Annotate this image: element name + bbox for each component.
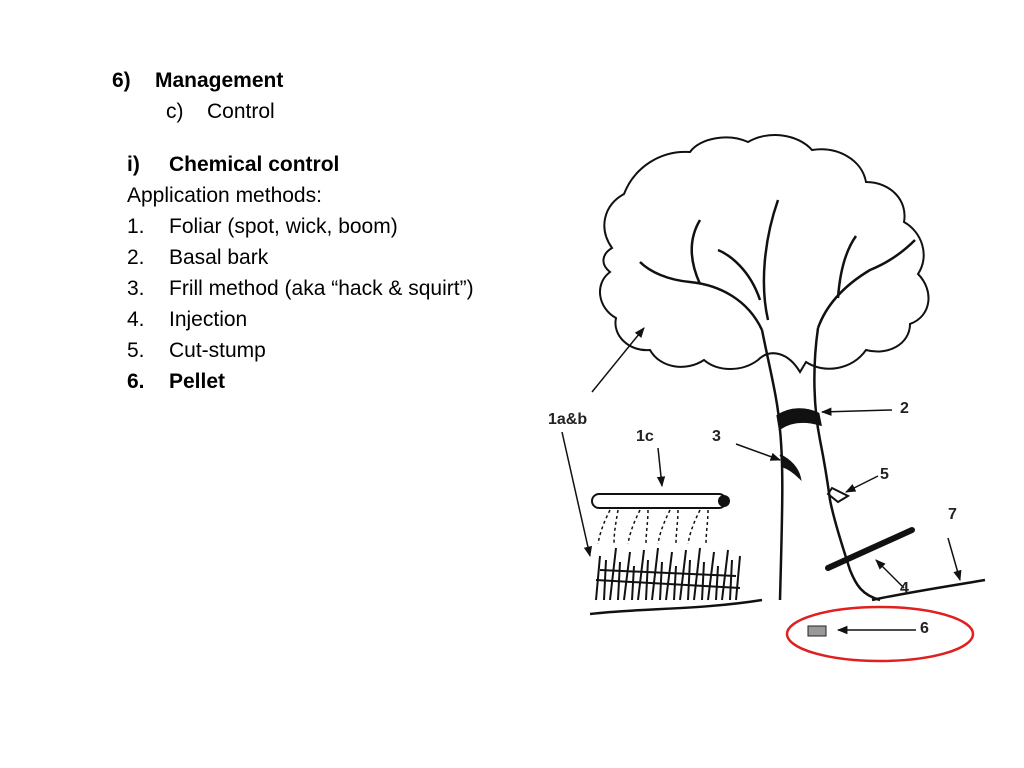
ground-left	[589, 598, 763, 616]
label-5: 5	[880, 466, 889, 483]
method-item: 5. Cut-stump	[127, 339, 266, 363]
method-text: Foliar (spot, wick, boom)	[169, 215, 398, 238]
pellet	[807, 625, 827, 637]
method-number: 6.	[127, 370, 145, 393]
ground-right	[871, 578, 986, 602]
label-7: 7	[948, 506, 957, 523]
label-4: 4	[900, 580, 909, 597]
method-number: 5.	[127, 339, 145, 362]
method-text: Frill method (aka “hack & squirt”)	[169, 277, 474, 300]
arrow-7	[947, 537, 962, 582]
heading-number: 6)	[112, 69, 131, 92]
method-item: 2. Basal bark	[127, 246, 268, 270]
method-number: 2.	[127, 246, 145, 269]
label-arrows	[561, 327, 962, 635]
injector-tool	[825, 527, 915, 571]
label-6: 6	[920, 620, 929, 637]
grass-clump	[595, 547, 741, 601]
frill-cut	[779, 454, 802, 482]
label-3: 3	[712, 428, 721, 445]
method-number: 3.	[127, 277, 145, 300]
method-number: 4.	[127, 308, 145, 331]
arrow-2	[820, 407, 893, 416]
method-text: Basal bark	[169, 246, 269, 269]
arrow-3	[735, 443, 781, 461]
method-item: 4. Injection	[127, 308, 247, 332]
method-item: 1. Foliar (spot, wick, boom)	[127, 215, 398, 239]
section-intro: Application methods:	[127, 184, 322, 207]
arrow-1ab-canopy	[591, 327, 645, 393]
method-item: 6. Pellet	[127, 370, 225, 394]
basal-bark-band	[776, 408, 822, 431]
method-text: Pellet	[169, 370, 226, 393]
arrow-1c	[656, 447, 666, 488]
boom-sprayer	[591, 493, 730, 545]
label-2: 2	[900, 400, 909, 417]
arrow-1ab-grass	[561, 431, 593, 558]
method-item: 3. Frill method (aka “hack & squirt”)	[127, 277, 474, 301]
subheading-number: c)	[166, 100, 184, 123]
section-title: Chemical control	[169, 153, 340, 176]
label-1ab: 1a&b	[548, 411, 588, 428]
tree-branches	[639, 199, 916, 331]
heading-title: Management	[155, 69, 284, 92]
tree-trunk-left	[760, 329, 784, 601]
tree-trunk-right	[813, 327, 881, 602]
pellet-highlight-circle	[785, 605, 975, 663]
method-text: Cut-stump	[169, 339, 266, 362]
arrow-4	[875, 559, 905, 589]
label-1c: 1c	[636, 428, 654, 445]
section-number: i)	[127, 153, 140, 176]
tree-canopy	[598, 134, 930, 374]
cut-stump-notch	[826, 486, 851, 504]
arrow-5	[845, 475, 879, 493]
method-number: 1.	[127, 215, 145, 238]
subheading-title: Control	[207, 100, 275, 123]
method-text: Injection	[169, 308, 248, 331]
